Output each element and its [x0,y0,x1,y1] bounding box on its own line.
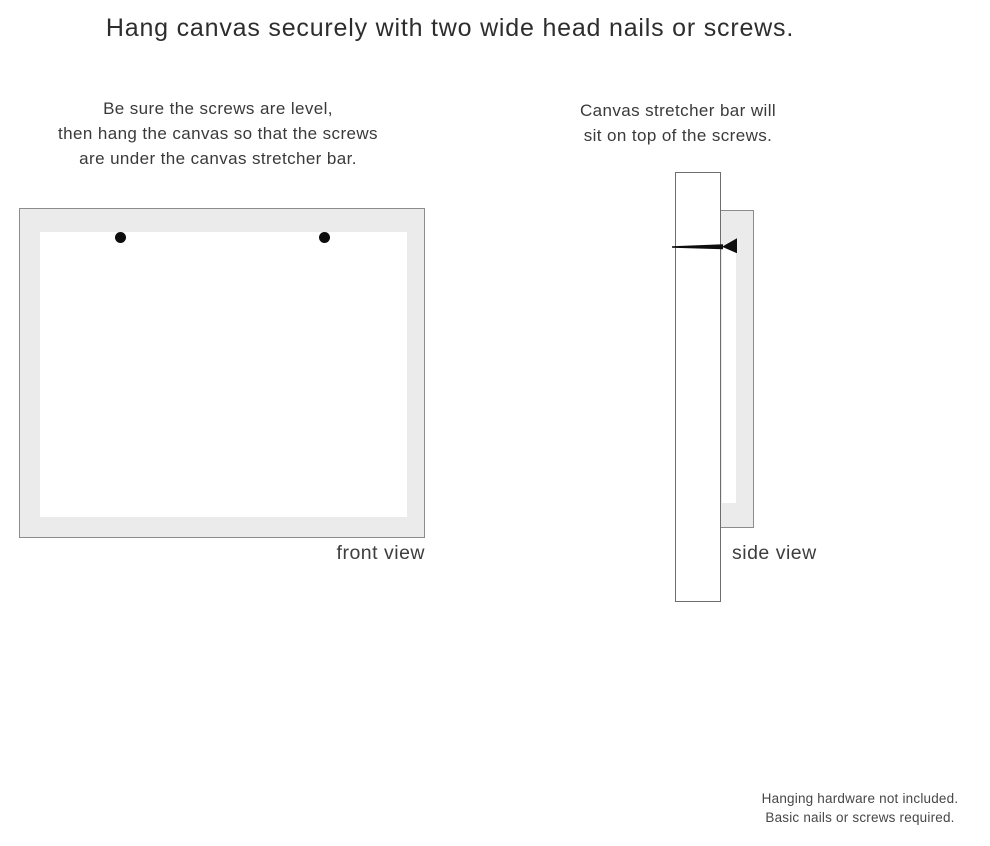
instruction-line: sit on top of the screws. [583,126,773,145]
side-view-instructions: Canvas stretcher bar will sit on top of … [553,98,803,148]
front-view-label: front view [336,542,425,564]
disclaimer-line: Hanging hardware not included. [761,791,959,806]
front-view-canvas-frame [19,208,425,538]
hardware-disclaimer: Hanging hardware not included. Basic nai… [740,790,980,827]
front-view-instructions: Be sure the screws are level, then hang … [18,96,418,171]
side-view-stretcher-recess [722,247,736,503]
nail-icon [672,238,737,254]
instruction-line: are under the canvas stretcher bar. [79,149,357,168]
instruction-line: then hang the canvas so that the screws [58,124,378,143]
front-view-canvas-face [40,232,407,517]
screw-head-dot-right [319,232,330,243]
nail-head [722,238,737,254]
screw-head-dot-left [115,232,126,243]
instruction-line: Be sure the screws are level, [103,99,333,118]
nail-shaft [672,244,723,250]
side-view-label: side view [732,542,817,564]
disclaimer-line: Basic nails or screws required. [765,809,955,825]
side-view-wall-bar [675,172,721,602]
page-title: Hang canvas securely with two wide head … [105,14,795,42]
instruction-line: Canvas stretcher bar will [579,101,777,120]
